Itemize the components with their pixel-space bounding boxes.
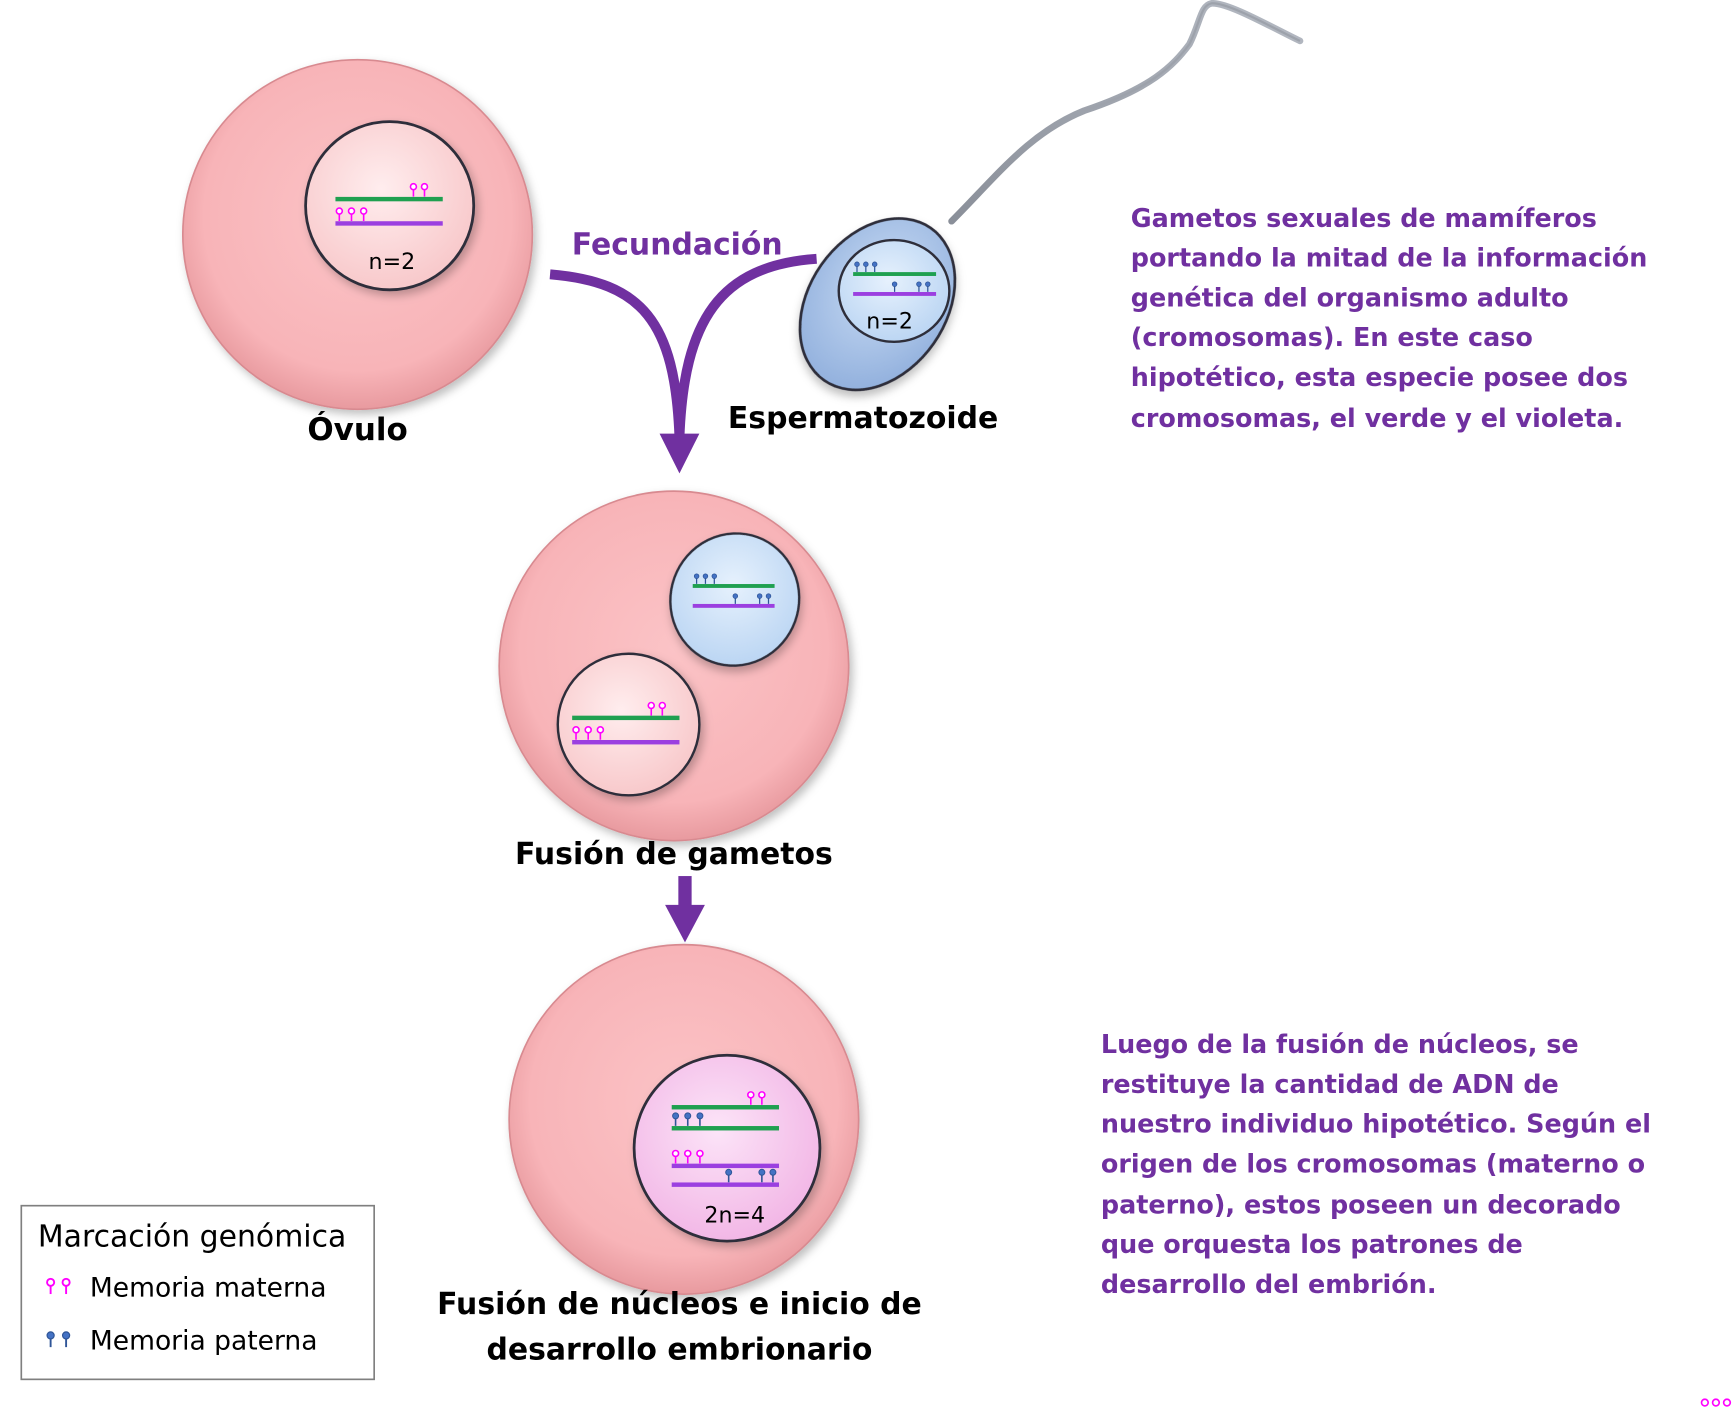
- desc-line: cromosomas, el verde y el violeta.: [1131, 403, 1624, 433]
- green-chromosome-paternal: [671, 1126, 780, 1131]
- ploidy-esperm: n=2: [866, 309, 913, 335]
- label-fusion-nucleos-1: Fusión de núcleos e inicio de: [437, 1287, 922, 1322]
- label-fusion-gametos: Fusión de gametos: [515, 837, 833, 872]
- violet-chromosome: [335, 221, 443, 226]
- violet-chromosome: [572, 740, 680, 745]
- green-chromosome: [853, 272, 937, 276]
- label-ovulo: Óvulo: [307, 411, 407, 448]
- ovulo-cell: n=2: [181, 58, 534, 411]
- desc-line: Gametos sexuales de mamíferos: [1131, 203, 1597, 233]
- legend-title: Marcación genómica: [38, 1220, 346, 1255]
- fusion-description: Luego de la fusión de núcleos, se restit…: [1101, 1029, 1651, 1299]
- violet-chromosome-paternal: [671, 1182, 780, 1187]
- green-chromosome: [692, 584, 775, 588]
- label-fecundacion: Fecundación: [572, 227, 783, 262]
- ovulo-nucleus: n=2: [304, 120, 476, 292]
- zygote-nucleus: 2n=4: [632, 1053, 822, 1243]
- desc-line: origen de los cromosomas (materno o: [1101, 1149, 1645, 1179]
- desc-line: hipotético, esta especie posee dos: [1131, 362, 1628, 392]
- green-chromosome-maternal: [671, 1105, 780, 1110]
- legend-item-paternal: Memoria paterna: [90, 1325, 318, 1356]
- desc-line: portando la mitad de la información: [1131, 243, 1648, 273]
- maternal-pronucleus: [556, 652, 701, 797]
- label-espermatozoide: Espermatozoide: [728, 401, 998, 436]
- zygote-cell: 2n=4: [508, 943, 860, 1296]
- green-chromosome: [335, 196, 443, 202]
- desc-line: (cromosomas). En este caso: [1131, 322, 1533, 352]
- sperm-nucleus: n=2: [837, 238, 951, 344]
- legend-item-maternal: Memoria materna: [90, 1272, 327, 1303]
- desc-line: restituye la cantidad de ADN de: [1101, 1069, 1559, 1099]
- ploidy-zygote: 2n=4: [704, 1202, 765, 1228]
- green-chromosome: [572, 715, 680, 721]
- corner-dots-icon: [1700, 1398, 1732, 1407]
- label-fusion-nucleos-2: desarrollo embrionario: [486, 1332, 872, 1367]
- espermatozoide: n=2: [798, 0, 1304, 392]
- violet-chromosome: [692, 603, 775, 608]
- ploidy-ovulo: n=2: [369, 249, 416, 275]
- legend: Marcación genómica Memoria materna Memor…: [20, 1204, 375, 1381]
- desc-line: que orquesta los patrones de: [1101, 1229, 1523, 1259]
- desc-line: desarrollo del embrión.: [1101, 1269, 1437, 1299]
- fusion-gametos-cell: [498, 490, 850, 842]
- fecundation-arrow: [549, 253, 817, 474]
- down-arrow: [665, 876, 705, 943]
- desc-line: Luego de la fusión de núcleos, se: [1101, 1029, 1579, 1059]
- violet-chromosome: [853, 292, 937, 296]
- desc-line: nuestro individuo hipotético. Según el: [1101, 1109, 1651, 1139]
- paternal-pronucleus: [669, 532, 801, 667]
- sperm-tail: [948, 0, 1304, 225]
- desc-line: genética del organismo adulto: [1131, 282, 1569, 312]
- violet-chromosome-maternal: [671, 1163, 780, 1169]
- gametes-description: Gametos sexuales de mamíferos portando l…: [1131, 203, 1648, 433]
- desc-line: paterno), estos poseen un decorado: [1101, 1189, 1621, 1219]
